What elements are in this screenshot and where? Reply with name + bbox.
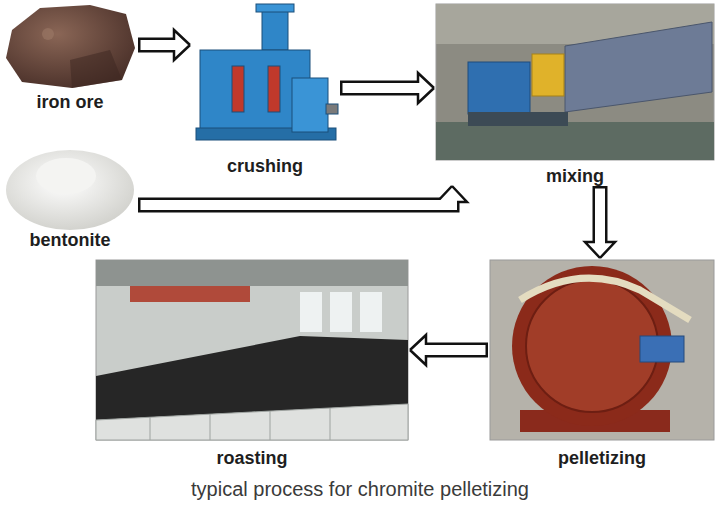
iron-ore-rock [6,5,135,88]
step-label: crushing [227,156,303,176]
arrow-shaft-fill [343,83,422,93]
step-label: bentonite [30,230,111,250]
crusher-hopper-cap [256,4,294,12]
wall-rib [210,414,211,440]
arrow-shaft-fill [595,189,605,246]
photo-background [436,4,714,160]
process-step: pelletizing [488,258,716,468]
roasting-photo [96,260,408,440]
arrow-shaft-fill [141,199,453,205]
hood [130,286,250,302]
flow-arrow [138,30,190,60]
step-label: pelletizing [558,448,646,468]
bentonite-powder [6,150,134,230]
process-step: mixing [434,2,716,186]
floor [436,122,714,160]
wall-rib [270,411,271,440]
window [300,292,322,332]
rock-spot [42,28,54,40]
pelletizing-photo [490,260,714,440]
crusher-hopper [262,6,288,50]
caption: typical process for chromite pelletizing [0,477,720,501]
crusher-red-part [268,66,280,112]
mixer-drum [565,22,712,112]
crusher-red-part [232,66,244,112]
flow-arrow [410,335,488,365]
window [360,292,382,332]
mixer-coupling [532,54,564,96]
process-step: roasting [94,258,410,468]
disc-inner [526,280,658,412]
water-pipe [520,278,690,320]
rock-shade [70,50,122,88]
flow-arrow [585,186,615,258]
wall-rib [150,417,151,440]
photo-background [96,260,408,440]
bed-wall [96,404,408,440]
crusher-gearbox [292,78,328,132]
powder-mound [6,150,134,230]
crusher-shaft [326,104,338,114]
step-label: roasting [216,448,287,468]
disc-motor [640,336,684,362]
window [330,292,352,332]
powder-top [36,158,96,194]
arrow-shaft-fill [141,40,178,50]
arrow-shaft-fill [423,345,486,355]
flow-arrow [340,73,434,103]
step-label: mixing [546,166,604,186]
process-step: bentonite [2,140,138,250]
process-step: iron ore [2,2,138,112]
roof [96,260,408,286]
flow-arrow [138,186,467,205]
step-label: iron ore [36,92,103,112]
crusher-machine [196,4,338,140]
mixer-stand [468,112,568,126]
rock-body [6,5,135,88]
wall-rib [330,408,331,440]
process-step: crushing [190,4,340,176]
photo-background [490,260,714,440]
mixer-motor [468,62,530,114]
mixing-photo [436,4,714,160]
